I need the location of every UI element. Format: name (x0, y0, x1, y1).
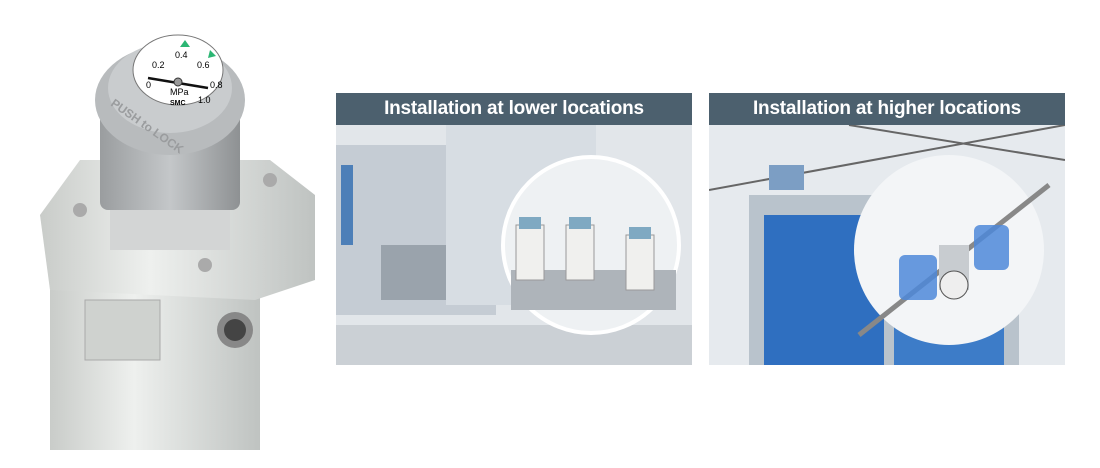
gauge-brand: SMC (170, 100, 186, 107)
higher-installation-illustration (709, 125, 1065, 365)
gauge-tick: 0 (146, 80, 151, 90)
gauge-tick: 0.4 (175, 50, 188, 60)
gauge-tick: 1.0 (198, 95, 211, 105)
gauge-tick: 0.6 (197, 60, 210, 70)
panel-higher-installation: Installation at higher locations (709, 93, 1065, 365)
gauge-tick: 0.8 (210, 80, 223, 90)
panel-lower-installation: Installation at lower locations (336, 93, 692, 365)
gauge-unit: MPa (170, 87, 189, 97)
gauge-tick: 0.2 (152, 60, 165, 70)
regulator-product-photo: PUSH to LOCK 0 0.2 0.4 0.6 0.8 1.0 MPa S… (30, 20, 320, 450)
lower-installation-illustration (336, 125, 692, 365)
panel-title: Installation at higher locations (709, 93, 1065, 125)
panel-title: Installation at lower locations (336, 93, 692, 125)
